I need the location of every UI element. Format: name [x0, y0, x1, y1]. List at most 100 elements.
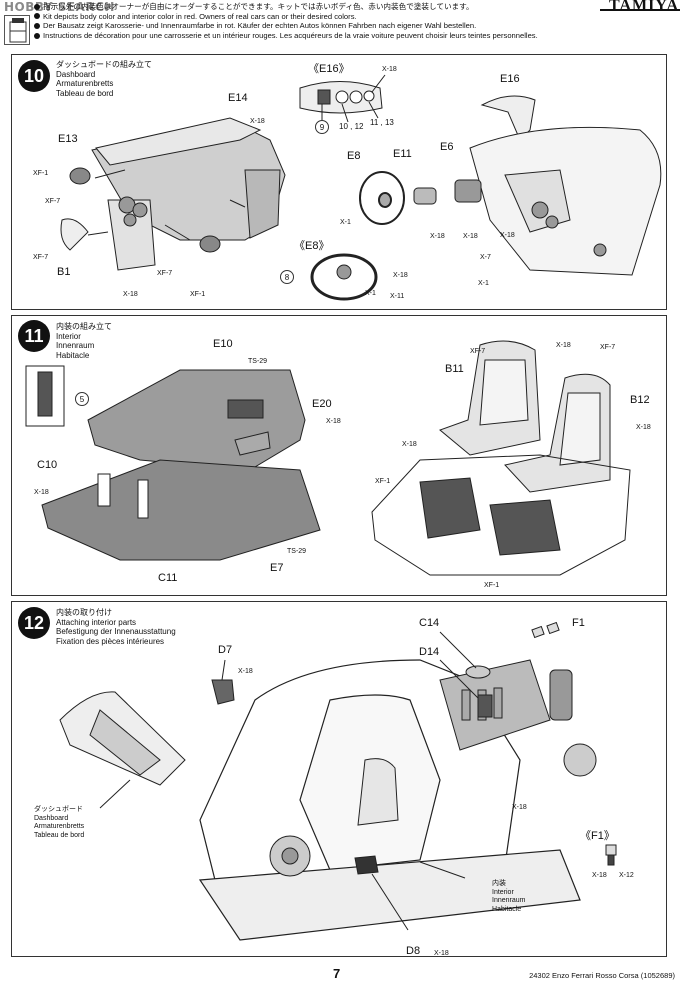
paint-xf1: XF-1 — [484, 582, 500, 589]
bullet-icon — [34, 22, 40, 29]
title-jp: ダッシュボードの組み立て — [56, 60, 152, 69]
label-e16: E16 — [500, 73, 520, 85]
paint-xf7: XF-7 — [33, 254, 49, 261]
paint-x1: X-1 — [340, 219, 351, 226]
paint-x7: X-7 — [480, 254, 491, 261]
bullet-icon — [34, 32, 40, 39]
step-number: 11 — [18, 320, 50, 352]
paint-x18: X-18 — [402, 441, 417, 448]
engine-bay — [439, 659, 551, 751]
paint-xf7: XF-7 — [470, 348, 486, 355]
header-notes: 指示以外の内装色はオーナーが自由にオーダーすることができます。キットでは赤いボデ… — [34, 2, 594, 40]
vent-parts — [60, 167, 221, 253]
paint-x11: X-11 — [390, 293, 405, 300]
label-e14: E14 — [228, 92, 248, 104]
part-d7 — [211, 679, 235, 705]
step-title: 内装の組み立て Interior Innenraum Habitacle — [56, 322, 112, 360]
dashboard-assembly-left — [59, 691, 186, 786]
title-fr: Habitacle — [56, 350, 90, 360]
note-en: Dashboard — [34, 814, 69, 822]
title-jp: 内装の取り付け — [56, 608, 112, 617]
paint-xf1: XF-1 — [33, 170, 49, 177]
steering-wheel-e8 — [359, 171, 405, 225]
label-c10: C10 — [37, 459, 58, 471]
title-de: Innenraum — [56, 341, 95, 350]
title-de: Befestigung der Innenausstattung — [56, 627, 176, 636]
label-f1-detail: 《F1》 — [580, 830, 615, 842]
paint-xf7: XF-7 — [157, 270, 173, 277]
label-d8: D8 — [406, 945, 421, 957]
seat — [357, 758, 399, 826]
seat-b11 — [439, 340, 541, 456]
paint-jar-icon — [9, 18, 27, 43]
step-number: 12 — [18, 607, 50, 639]
label-e10: E10 — [213, 338, 233, 350]
title-en: Interior — [56, 331, 81, 341]
paint-x12: X-12 — [619, 872, 634, 879]
callout-ref-5: 5 — [75, 392, 89, 406]
dashboard-note: ダッシュボード Dashboard Armaturenbretts Tablea… — [34, 806, 84, 840]
note-text: Instructions de décoration pour une carr… — [43, 30, 538, 40]
paint-x18: X-18 — [636, 424, 651, 431]
title-fr: Tableau de bord — [56, 88, 114, 98]
note-text: Kit depicts body color and interior colo… — [43, 11, 357, 21]
part-d14 — [477, 694, 493, 718]
detail-inset — [25, 365, 65, 427]
pedal-parts — [97, 473, 149, 519]
label-e16-detail: 《E16》 — [308, 63, 350, 75]
paint-xf1: XF-1 — [375, 478, 391, 485]
label-d14: D14 — [419, 646, 440, 658]
title-jp: 内装の組み立て — [56, 322, 112, 331]
paint-x18: X-18 — [326, 418, 341, 425]
title-de: Armaturenbretts — [56, 79, 114, 88]
label-b1: B1 — [57, 266, 71, 278]
brand-underline — [600, 9, 680, 11]
part-c14 — [465, 665, 491, 679]
label-e8: E8 — [347, 150, 361, 162]
interior-tub — [371, 454, 631, 576]
rear-suspension — [549, 669, 597, 777]
interior-note: 内装 Interior Innenraum Habitacle — [492, 880, 525, 914]
label-b12: B12 — [630, 394, 650, 406]
f1-detail-part — [605, 844, 617, 866]
note-text: Der Bausatz zeigt Karosserie- und Innenr… — [43, 21, 477, 31]
paint-x18: X-18 — [500, 232, 515, 239]
decal-leader-lines — [321, 74, 386, 123]
label-c14: C14 — [419, 617, 440, 629]
label-e20: E20 — [312, 398, 332, 410]
paint-x18: X-18 — [382, 66, 397, 73]
note-row: Instructions de décoration pour une carr… — [34, 31, 594, 41]
note-de: Armaturenbretts — [34, 823, 85, 830]
title-fr: Fixation des pièces intérieures — [56, 636, 165, 646]
callout-ref-8: 8 — [280, 270, 294, 284]
label-e11: E11 — [393, 148, 412, 160]
paint-x18: X-18 — [556, 342, 571, 349]
note-fr: Habitacle — [492, 905, 522, 913]
paint-x18: X-18 — [592, 872, 607, 879]
paint-ts29: TS-29 — [287, 548, 307, 555]
leader-lines — [99, 631, 479, 931]
note-text: 指示以外の内装色はオーナーが自由にオーダーすることができます。キットでは赤いボデ… — [43, 2, 474, 11]
part-f1 — [531, 621, 560, 639]
paint-xf1: XF-1 — [190, 291, 206, 298]
label-c11: C11 — [158, 572, 178, 584]
paint-x18: X-18 — [463, 233, 478, 240]
paint-x18: X-18 — [434, 950, 449, 957]
note-jp: 内装 — [492, 880, 506, 887]
note-row: Kit depicts body color and interior colo… — [34, 12, 594, 22]
bullet-icon — [34, 13, 40, 20]
paint-x1: X-1 — [478, 280, 489, 287]
paint-x1: X-1 — [365, 290, 376, 297]
assembly-arrows — [87, 169, 246, 241]
front-brake — [269, 835, 311, 877]
label-f1: F1 — [572, 617, 585, 629]
page-number: 7 — [333, 966, 341, 981]
paint-x18: X-18 — [238, 668, 253, 675]
part-d8 — [354, 855, 379, 875]
note-fr: Tableau de bord — [34, 831, 85, 839]
decal-ref-9: 9 — [315, 120, 329, 134]
column-part-e6 — [454, 179, 482, 203]
paint-x18: X-18 — [512, 804, 527, 811]
